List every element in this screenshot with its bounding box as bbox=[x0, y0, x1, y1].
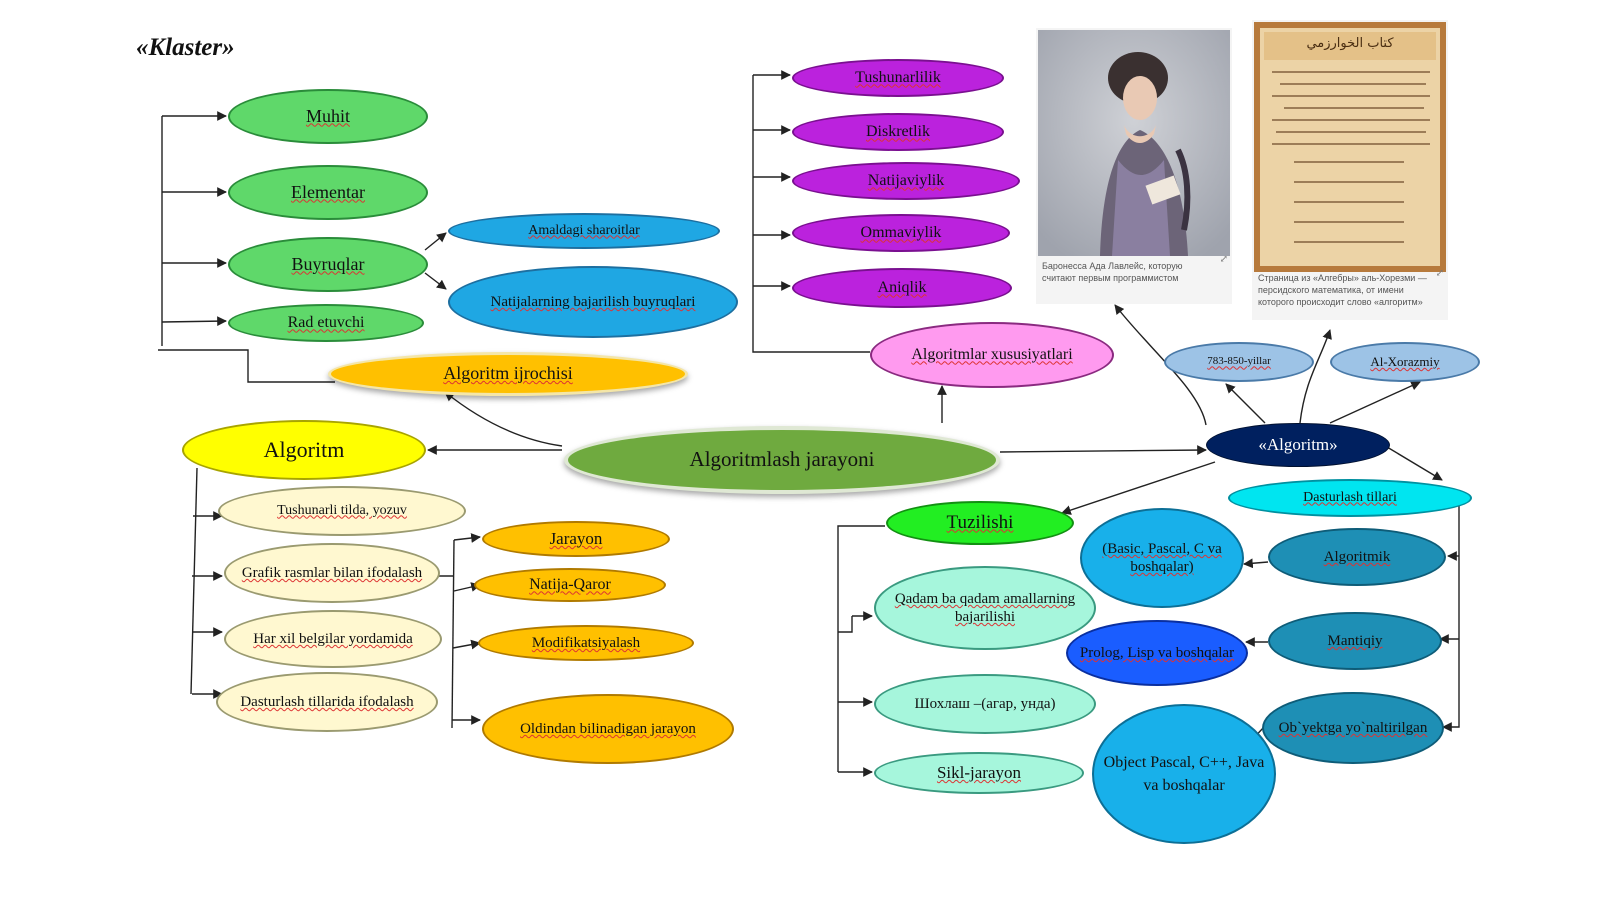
arrow-to-algoritm-quote bbox=[999, 445, 1207, 455]
node-dasturlash-tillarida[interactable]: Dasturlash tillarida ifodalash bbox=[216, 672, 438, 732]
manuscript-page-image bbox=[1254, 22, 1446, 272]
node-jarayon[interactable]: Jarayon bbox=[482, 521, 670, 557]
bracket-tuzilishi bbox=[837, 525, 885, 772]
bracket-left-bottom bbox=[190, 467, 198, 695]
curve-to-ijrochisi bbox=[444, 391, 563, 447]
node-qadam-ba-qadam[interactable]: Qadam ba qadam amallarning bajarilishi bbox=[874, 566, 1096, 650]
node-tushunarli-tilda[interactable]: Tushunarli tilda, yozuv bbox=[218, 486, 466, 536]
node-natija-qaror[interactable]: Natija-Qaror bbox=[474, 568, 666, 602]
arrow-to-dasturlash-tillari bbox=[1386, 446, 1443, 481]
line-to-qadam bbox=[838, 616, 853, 633]
expand-icon[interactable]: ⤢ bbox=[1219, 254, 1228, 265]
node-muhit[interactable]: Muhit bbox=[228, 89, 428, 144]
arrow-to-basic bbox=[1243, 558, 1269, 569]
ada-lovelace-photo: ⤢ Баронесса Ада Лавлейс, которую считают… bbox=[1036, 28, 1232, 304]
node-har-xil-belgilar[interactable]: Har xil belgilar yordamida bbox=[224, 610, 442, 668]
node-oldindan-bilinadigan[interactable]: Oldindan bilinadigan jarayon bbox=[482, 694, 734, 764]
node-prolog-lisp[interactable]: Prolog, Lisp va boshqalar bbox=[1066, 620, 1248, 686]
node-783-850-yillar[interactable]: 783-850-yillar bbox=[1164, 342, 1314, 382]
node-diskretlik[interactable]: Diskretlik bbox=[792, 113, 1004, 151]
node-natijaviylik[interactable]: Natijaviylik bbox=[792, 162, 1020, 200]
node-obyektga[interactable]: Ob`yektga yo`naltirilgan bbox=[1262, 692, 1444, 764]
arrow-to-natijalarning bbox=[424, 272, 447, 290]
curve-to-book-photo bbox=[1299, 329, 1332, 424]
ada-lovelace-portrait-image bbox=[1038, 30, 1230, 256]
al-khwarizmi-book-photo: كتاب الخوارزمي ⤢ Страница из «Алгебры» а… bbox=[1252, 20, 1448, 320]
node-basic-pascal[interactable]: (Basic, Pascal, C va boshqalar) bbox=[1080, 508, 1244, 608]
arrow-to-yillar bbox=[1225, 383, 1266, 424]
node-modifikatsiyalash[interactable]: Modifikatsiyalash bbox=[478, 625, 694, 661]
arrow-to-al-xorazmiy bbox=[1329, 381, 1421, 424]
node-tuzilishi[interactable]: Tuzilishi bbox=[886, 501, 1074, 545]
diagram-title: «Klaster» bbox=[136, 34, 235, 61]
expand-icon[interactable]: ⤢ bbox=[1435, 268, 1444, 279]
node-algoritm-quote[interactable]: «Algoritm» bbox=[1206, 423, 1390, 467]
bracket-right bbox=[1445, 496, 1460, 728]
node-algoritm[interactable]: Algoritm bbox=[182, 420, 426, 480]
bracket-mid bbox=[451, 539, 455, 729]
arrow-to-tuzilishi bbox=[1061, 461, 1216, 515]
book-caption: Страница из «Алгебры» аль-Хорезми — перс… bbox=[1258, 273, 1427, 308]
line-to-ijrochisi bbox=[158, 349, 335, 383]
node-elementar[interactable]: Elementar bbox=[228, 165, 428, 220]
node-algoritmlar-xususiyatlari[interactable]: Algoritmlar xususiyatlari bbox=[870, 322, 1114, 388]
node-tushunarlilik[interactable]: Tushunarlilik bbox=[792, 59, 1004, 97]
node-mantiqiy[interactable]: Mantiqiy bbox=[1268, 612, 1442, 670]
node-aniqlik[interactable]: Aniqlik bbox=[792, 268, 1012, 308]
node-natijalarning-bajarilish[interactable]: Natijalarning bajarilish buyruqlari bbox=[448, 266, 738, 338]
arrow-to-jarayon bbox=[453, 533, 481, 543]
arrow-to-amaldagi bbox=[424, 232, 447, 251]
node-algoritmik[interactable]: Algoritmik bbox=[1268, 528, 1446, 586]
node-ommaviylik[interactable]: Ommaviylik bbox=[792, 214, 1010, 252]
node-grafik-rasmlar[interactable]: Grafik rasmlar bilan ifodalash bbox=[224, 543, 440, 603]
bracket-purple bbox=[752, 75, 870, 353]
ada-caption: Баронесса Ада Лавлейс, которую считают п… bbox=[1042, 261, 1183, 284]
node-shoxlash[interactable]: Шохлаш –(агар, унда) bbox=[874, 674, 1096, 734]
book-header-text: كتاب الخوارزمي bbox=[1306, 36, 1394, 51]
node-dasturlash-tillari[interactable]: Dasturlash tillari bbox=[1228, 479, 1472, 517]
node-algoritm-ijrochisi[interactable]: Algoritm ijrochisi bbox=[328, 352, 688, 396]
node-object-pascal[interactable]: Object Pascal, C++, Java va boshqalar bbox=[1092, 704, 1276, 844]
node-amaldagi-sharoitlar[interactable]: Amaldagi sharoitlar bbox=[448, 213, 720, 249]
node-algoritmlash-jarayoni[interactable]: Algoritmlash jarayoni bbox=[564, 426, 1000, 494]
arrow-to-rad-etuvchi bbox=[161, 316, 227, 327]
node-sikl-jarayon[interactable]: Sikl-jarayon bbox=[874, 752, 1084, 794]
node-al-xorazmiy[interactable]: Al-Xorazmiy bbox=[1330, 342, 1480, 382]
arrow-to-modifikatsiyalash bbox=[452, 639, 481, 650]
node-buyruqlar[interactable]: Buyruqlar bbox=[228, 237, 428, 292]
node-rad-etuvchi[interactable]: Rad etuvchi bbox=[228, 304, 424, 342]
